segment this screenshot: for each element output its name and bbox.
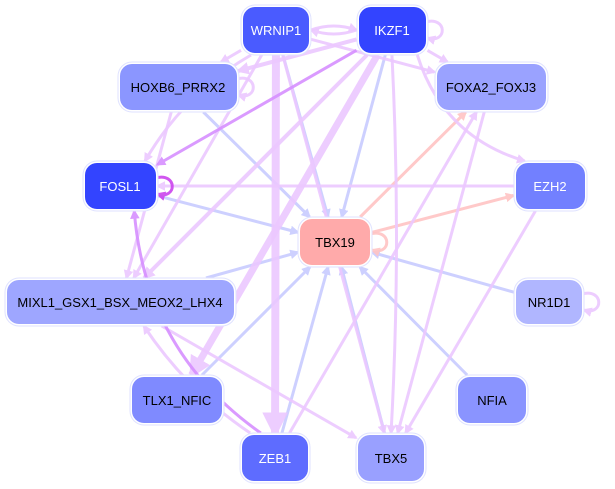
node-label: TBX5 [374, 450, 408, 466]
edge-WRNIP1-to-ZEB1 [262, 54, 288, 439]
edge-TBX19-to-FOXA2_FOXJ3 [359, 110, 468, 219]
edge-IKZF1-to-TLX1_NFIC [188, 53, 381, 379]
node-mixl1[interactable]: MIXL1_GSX1_BSX_MEOX2_LHX4 [6, 280, 234, 324]
edge-WRNIP1-to-MIXL1 [132, 54, 263, 280]
node-label: MIXL1_GSX1_BSX_MEOX2_LHX4 [17, 294, 223, 310]
node-fosl1[interactable]: FOSL1 [84, 163, 156, 209]
node-ezh2[interactable]: EZH2 [515, 163, 585, 209]
edge-IKZF1-to-IKZF1 [425, 19, 444, 45]
node-tbx5[interactable]: TBX5 [358, 435, 424, 481]
edge-IKZF1-to-FOSL1 [155, 49, 358, 166]
node-label: ZEB1 [258, 450, 292, 466]
node-tbx19[interactable]: TBX19 [300, 219, 370, 265]
edge-TBX19-to-EZH2 [371, 192, 516, 234]
node-label: TBX19 [315, 234, 355, 250]
node-label: HOXB6_PRRX2 [130, 79, 226, 95]
edge-TLX1_NFIC-to-TBX19 [200, 265, 312, 377]
edge-IKZF1-to-TBX19 [339, 54, 387, 219]
edge-NR1D1-to-NR1D1 [581, 291, 601, 317]
node-label: IKZF1 [374, 22, 410, 38]
edge-FOXA2_FOXJ3-to-TBX5 [395, 111, 486, 435]
edge-NR1D1-to-TBX19 [370, 249, 515, 294]
edge-ZEB1-to-FOSL1 [130, 209, 262, 435]
node-label: FOSL1 [99, 178, 141, 194]
node-nr1d1[interactable]: NR1D1 [516, 280, 582, 324]
edge-IKZF1-to-FOXA2_FOXJ3 [426, 49, 450, 64]
edge-IKZF1-to-EZH2 [415, 54, 527, 164]
edge-MIXL1-to-TBX5 [160, 324, 358, 440]
node-tlx1_nfic[interactable]: TLX1_NFIC [132, 377, 222, 423]
edge-WRNIP1-to-IKZF1 [310, 22, 359, 32]
node-ikzf1[interactable]: IKZF1 [358, 7, 426, 53]
node-label: EZH2 [533, 178, 567, 194]
node-foxa2_foxj3[interactable]: FOXA2_FOXJ3 [436, 64, 546, 110]
node-label: NR1D1 [527, 294, 571, 310]
edge-FOSL1-to-TBX19 [157, 194, 300, 236]
edge-ZEB1-to-FOXA2_FOXJ3 [288, 110, 478, 434]
node-hoxb6_prrx2[interactable]: HOXB6_PRRX2 [119, 64, 237, 110]
edge-IKZF1-to-WRNIP1 [309, 28, 357, 38]
node-label: FOXA2_FOXJ3 [445, 79, 537, 95]
node-label: WRNIP1 [250, 22, 302, 38]
edge-HOXB6_PRRX2-to-HOXB6_PRRX2 [236, 76, 255, 102]
node-nfia[interactable]: NFIA [458, 377, 526, 423]
edge-NFIA-to-TBX19 [358, 265, 469, 377]
edge-IKZF1-to-TBX5 [386, 54, 398, 435]
edge-TBX19-to-TBX19 [369, 231, 389, 257]
node-label: TLX1_NFIC [142, 392, 212, 408]
edge-EZH2-to-TBX5 [404, 210, 537, 435]
edge-IKZF1-to-MIXL1 [142, 53, 369, 280]
edge-IKZF1-to-HOXB6_PRRX2 [236, 37, 358, 75]
node-label: NFIA [477, 392, 507, 408]
node-zeb1[interactable]: ZEB1 [242, 435, 308, 481]
edge-FOSL1-to-FOSL1 [155, 175, 174, 201]
node-wrnip1[interactable]: WRNIP1 [243, 7, 309, 53]
edge-WRNIP1-to-HOXB6_PRRX2 [219, 49, 242, 64]
